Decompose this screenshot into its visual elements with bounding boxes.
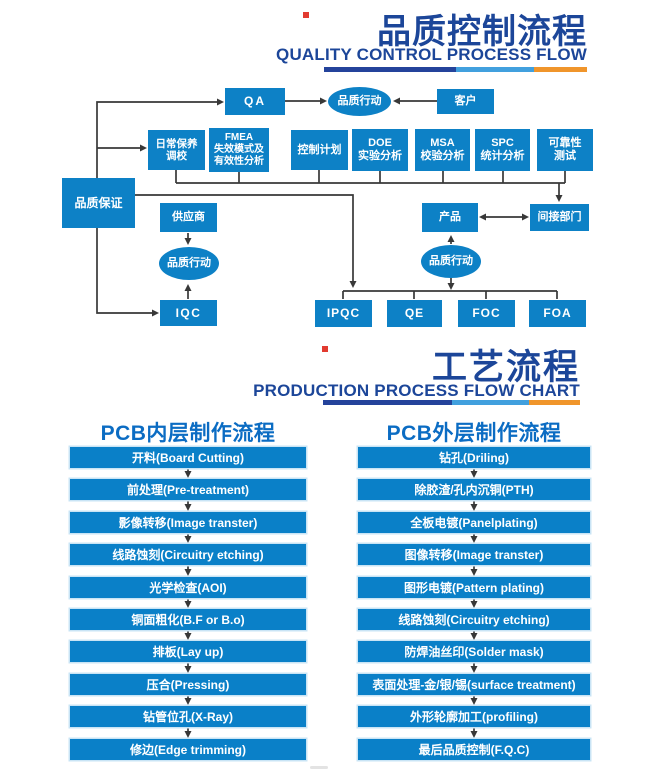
pcb-inner-step-9: 钻管位孔(X-Ray) <box>70 706 306 727</box>
pcb-outer-step-7: 防焊油丝印(Solder mask) <box>358 641 590 662</box>
red-accent-square-2 <box>322 346 328 352</box>
node-spc: SPC 统计分析 <box>475 129 530 171</box>
node-indirect-dept: 间接部门 <box>530 204 589 231</box>
pcb-inner-step-2: 前处理(Pre-treatment) <box>70 479 306 500</box>
node-reliability: 可靠性 测试 <box>537 129 593 171</box>
qc-title-cn: 品质控制流程 <box>377 13 587 51</box>
process-title-en: PRODUCTION PROCESS FLOW CHART <box>253 381 580 400</box>
node-quality-action-left: 品质行动 <box>159 247 219 280</box>
node-qe: QE <box>387 300 442 327</box>
node-foc: FOC <box>458 300 515 327</box>
node-quality-action-right: 品质行动 <box>421 245 481 278</box>
pcb-outer-step-2: 除胶渣/孔内沉铜(PTH) <box>358 479 590 500</box>
pcb-inner-step-6: 铜面粗化(B.F or B.o) <box>70 609 306 630</box>
pcb-outer-step-8: 表面处理-金/银/锡(surface treatment) <box>358 674 590 695</box>
pcb-outer-step-5: 图形电镀(Pattern plating) <box>358 577 590 598</box>
node-doe: DOE 实验分析 <box>352 129 408 171</box>
node-customer: 客户 <box>437 89 494 114</box>
pcb-outer-step-9: 外形轮廓加工(profiling) <box>358 706 590 727</box>
node-qa: QA <box>225 88 285 115</box>
node-ipqc: IPQC <box>315 300 372 327</box>
node-product: 产品 <box>422 203 478 232</box>
underline-light-segment <box>451 400 529 405</box>
pcb-inner-step-7: 排板(Lay up) <box>70 641 306 662</box>
red-accent-square-1 <box>303 12 309 18</box>
node-daily-maintenance: 日常保养 调校 <box>148 130 205 170</box>
underline-light-segment <box>455 67 535 72</box>
pcb-inner-step-1: 开料(Board Cutting) <box>70 447 306 468</box>
underline-orange-segment <box>534 67 587 72</box>
process-title-cn: 工艺流程 <box>431 348 580 387</box>
node-quality-assurance: 品质保证 <box>62 178 135 228</box>
pcb-outer-header: PCB外层制作流程 <box>386 422 562 445</box>
node-foa: FOA <box>529 300 586 327</box>
node-msa: MSA 校验分析 <box>415 129 470 171</box>
node-quality-action-top: 品质行动 <box>328 87 391 116</box>
pcb-inner-step-5: 光学检查(AOI) <box>70 577 306 598</box>
pcb-inner-step-10: 修边(Edge trimming) <box>70 739 306 760</box>
pcb-inner-step-8: 压合(Pressing) <box>70 674 306 695</box>
pcb-outer-step-6: 线路蚀刻(Circuitry etching) <box>358 609 590 630</box>
pcb-outer-step-10: 最后品质控制(F.Q.C) <box>358 739 590 760</box>
node-control-plan: 控制计划 <box>291 130 348 170</box>
bottom-smudge <box>310 766 328 769</box>
underline-dark-segment <box>323 400 452 405</box>
pcb-outer-step-3: 全板电镀(Panelplating) <box>358 512 590 533</box>
pcb-outer-step-1: 钻孔(Driling) <box>358 447 590 468</box>
underline-orange-segment <box>528 400 580 405</box>
process-title-underline <box>323 400 580 405</box>
pcb-inner-step-3: 影像转移(Image transter) <box>70 512 306 533</box>
node-supplier: 供应商 <box>160 203 217 232</box>
underline-dark-segment <box>324 67 456 72</box>
pcb-inner-step-4: 线路蚀刻(Circuitry etching) <box>70 544 306 565</box>
pcb-outer-step-4: 图像转移(Image transter) <box>358 544 590 565</box>
node-iqc: IQC <box>160 300 217 326</box>
node-fmea: FMEA 失效模式及 有效性分析 <box>209 128 269 172</box>
qc-title-underline <box>324 67 587 72</box>
qc-title-en: QUALITY CONTROL PROCESS FLOW <box>276 45 587 64</box>
pcb-inner-header: PCB内层制作流程 <box>100 422 276 445</box>
